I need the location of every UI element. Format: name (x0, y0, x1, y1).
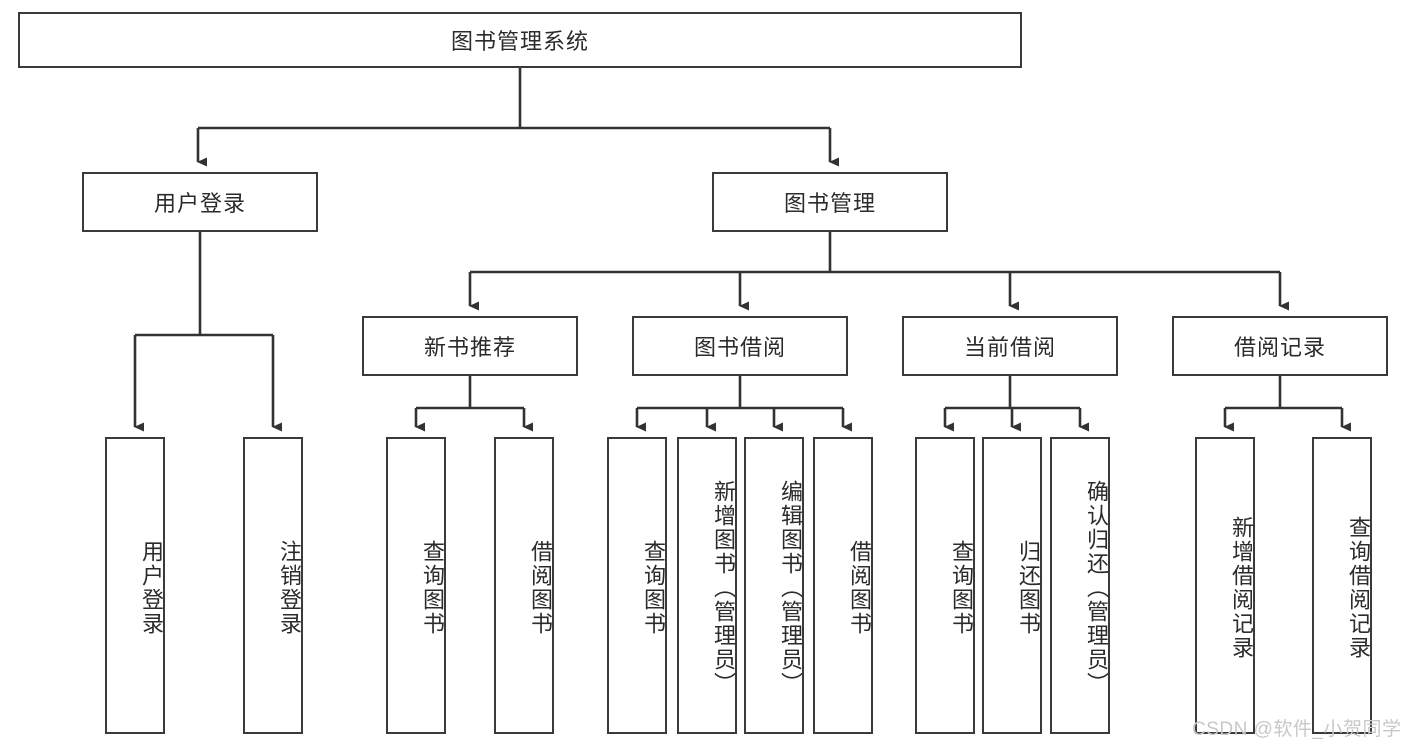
node-user-login[interactable]: 用户登录 (82, 172, 318, 232)
leaf-current-confirm-return-admin[interactable]: 确认归还（管理员） (1050, 437, 1110, 734)
node-book-manage[interactable]: 图书管理 (712, 172, 948, 232)
leaf-user-login-signout[interactable]: 注销登录 (243, 437, 303, 734)
leaf-new-book-borrow-label: 借阅图书 (528, 539, 553, 636)
node-new-book-recommend[interactable]: 新书推荐 (362, 316, 578, 376)
leaf-current-return-book[interactable]: 归还图书 (982, 437, 1042, 734)
leaf-borrow-query-book[interactable]: 查询图书 (607, 437, 667, 734)
leaf-current-query-book-label: 查询图书 (949, 539, 974, 636)
leaf-record-add[interactable]: 新增借阅记录 (1195, 437, 1255, 734)
leaf-record-query[interactable]: 查询借阅记录 (1312, 437, 1372, 734)
leaf-user-login-signout-label: 注销登录 (277, 539, 302, 636)
leaf-borrow-add-book-admin-label: 新增图书（管理员） (711, 479, 736, 696)
leaf-borrow-edit-book-admin-label: 编辑图书（管理员） (778, 479, 803, 696)
leaf-current-confirm-return-admin-label: 确认归还（管理员） (1084, 479, 1109, 696)
leaf-new-book-borrow[interactable]: 借阅图书 (494, 437, 554, 734)
node-root-system[interactable]: 图书管理系统 (18, 12, 1022, 68)
leaf-borrow-borrow-book-label: 借阅图书 (847, 539, 872, 636)
node-current-borrow-label: 当前借阅 (963, 335, 1056, 360)
leaf-borrow-add-book-admin[interactable]: 新增图书（管理员） (677, 437, 737, 734)
node-user-login-label: 用户登录 (153, 191, 246, 216)
leaf-current-return-book-label: 归还图书 (1016, 539, 1041, 636)
leaf-new-book-query-label: 查询图书 (420, 539, 445, 636)
leaf-user-login-signin[interactable]: 用户登录 (105, 437, 165, 734)
node-current-borrow[interactable]: 当前借阅 (902, 316, 1118, 376)
leaf-new-book-query[interactable]: 查询图书 (386, 437, 446, 734)
node-root-system-label: 图书管理系统 (450, 29, 589, 54)
node-borrow-record-label: 借阅记录 (1233, 335, 1326, 360)
leaf-record-add-label: 新增借阅记录 (1229, 515, 1254, 660)
leaf-current-query-book[interactable]: 查询图书 (915, 437, 975, 734)
leaf-user-login-signin-label: 用户登录 (139, 539, 164, 636)
node-book-borrow[interactable]: 图书借阅 (632, 316, 848, 376)
node-book-borrow-label: 图书借阅 (693, 335, 786, 360)
leaf-borrow-borrow-book[interactable]: 借阅图书 (813, 437, 873, 734)
leaf-record-query-label: 查询借阅记录 (1346, 515, 1371, 660)
node-borrow-record[interactable]: 借阅记录 (1172, 316, 1388, 376)
leaf-borrow-edit-book-admin[interactable]: 编辑图书（管理员） (744, 437, 804, 734)
leaf-borrow-query-book-label: 查询图书 (641, 539, 666, 636)
node-book-manage-label: 图书管理 (783, 191, 876, 216)
node-new-book-recommend-label: 新书推荐 (423, 335, 516, 360)
